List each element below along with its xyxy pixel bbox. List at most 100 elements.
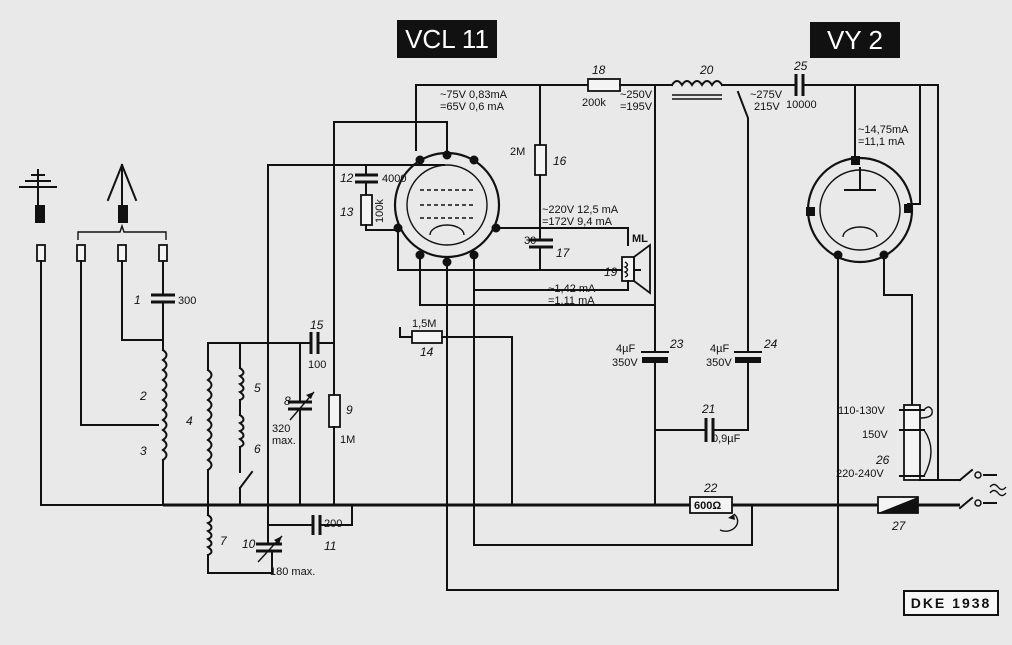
c11-number: 11	[324, 539, 336, 553]
c8-value-1: 320	[272, 423, 290, 435]
sel26-tap2: 150V	[862, 429, 888, 441]
c8-value-2: max.	[272, 435, 296, 447]
r13-value: 100k	[374, 199, 386, 223]
reading-f2: =11,1 mA	[858, 136, 905, 148]
r9-value: 1M	[340, 434, 355, 446]
c24-value-2: 350V	[706, 357, 732, 369]
reading-b2: =195V	[620, 101, 653, 113]
r16-number: 16	[553, 154, 567, 168]
r27-number: 27	[891, 519, 907, 533]
l7-number: 7	[220, 534, 228, 548]
reading-d2: =1,11 mA	[548, 295, 595, 307]
filter-capacitors	[641, 84, 762, 506]
r14-number: 14	[420, 345, 434, 359]
c23-value-2: 350V	[612, 357, 638, 369]
antenna-socket-2	[117, 244, 127, 262]
c1-value: 300	[178, 295, 196, 307]
speaker-icon	[621, 243, 651, 295]
sel26-tap3: 220-240V	[836, 468, 884, 480]
c10-number: 10	[242, 537, 256, 551]
capacitor-15	[299, 332, 335, 354]
c12-value: 4000	[382, 173, 406, 185]
c21-value: 0,9µF	[712, 433, 741, 445]
l20-number: 20	[699, 63, 714, 77]
reading-e1: ~275V	[750, 89, 783, 101]
antenna-coil	[161, 348, 168, 506]
c25-value: 10000	[786, 99, 817, 111]
r22-number: 22	[703, 481, 718, 495]
reading-d1: ~1,42 mA	[548, 283, 596, 295]
c17-number: 17	[556, 246, 571, 260]
switch-icon	[958, 468, 997, 510]
sel26-tap1: 110-130V	[838, 405, 886, 417]
reading-b1: ~250V	[620, 89, 653, 101]
reading-c1: ~220V 12,5 mA	[542, 204, 619, 216]
r22-value: 600Ω	[694, 500, 721, 512]
c10-value: 180 max.	[270, 566, 315, 578]
reading-c2: =172V 9,4 mA	[542, 216, 613, 228]
coil-4	[206, 342, 241, 516]
antenna-icon	[106, 163, 138, 223]
ground-symbol-icon	[19, 169, 57, 223]
ac-symbol-icon	[989, 483, 1007, 497]
c11-value: 200	[324, 518, 342, 530]
l3-number: 3	[140, 444, 147, 458]
reading-a1: ~75V 0,83mA	[440, 89, 508, 101]
dke-badge-box	[903, 590, 999, 616]
c8-number: 8	[284, 394, 291, 408]
c12-number: 12	[340, 171, 354, 185]
antenna-socket-1	[76, 244, 86, 262]
c1-number: 1	[134, 293, 141, 307]
vy2-title-bg	[810, 22, 900, 58]
l5-number: 5	[254, 381, 261, 395]
r18-number: 18	[592, 63, 606, 77]
vy2-tube	[806, 84, 939, 481]
c21-number: 21	[701, 402, 715, 416]
voltage-selector-26	[899, 404, 961, 481]
coil-5-6	[237, 342, 254, 506]
input-wiring	[40, 260, 175, 506]
l2-number: 2	[139, 389, 147, 403]
r18-value: 200k	[582, 97, 606, 109]
r13-number: 13	[340, 205, 354, 219]
resistor-22	[689, 496, 739, 532]
l4-number: 4	[186, 414, 193, 428]
ground-socket	[36, 244, 46, 262]
socket-brace	[77, 223, 167, 240]
tuning-capacitor-8	[239, 342, 315, 506]
c25-number: 25	[793, 59, 808, 73]
c15-number: 15	[310, 318, 324, 332]
resistor-9	[328, 121, 341, 506]
r14-value: 1,5M	[412, 318, 436, 330]
dke-badge: DKE 1938	[911, 595, 992, 611]
vcl11-tube	[393, 150, 501, 267]
spk19-label: ML	[632, 233, 648, 245]
reading-a2: =65V 0,6 mA	[440, 101, 505, 113]
r9-number: 9	[346, 403, 353, 417]
reading-e2: 215V	[754, 101, 780, 113]
c23-value-1: 4µF	[616, 343, 635, 355]
c23-number: 23	[669, 337, 684, 351]
spk19-number: 19	[604, 265, 618, 279]
c24-value-1: 4µF	[710, 343, 729, 355]
choke-20	[670, 80, 796, 100]
vy2-title: VY 2	[827, 25, 883, 55]
capacitor-10-11	[256, 164, 353, 563]
antenna-socket-3	[158, 244, 168, 262]
c15-value: 100	[308, 359, 326, 371]
r16-value: 2M	[510, 146, 525, 158]
l6-number: 6	[254, 442, 261, 456]
capacitor-25	[794, 74, 939, 96]
c17-value: 30	[524, 235, 536, 247]
c24-number: 24	[763, 337, 778, 351]
coil-7	[205, 513, 273, 574]
vcl11-title: VCL 11	[405, 24, 489, 54]
resistor-27	[877, 496, 960, 514]
vcl11-title-bg	[397, 20, 497, 58]
vcl11-wiring	[333, 84, 839, 591]
sel26-number: 26	[875, 453, 890, 467]
reading-f1: ~14,75mA	[858, 124, 909, 136]
resistor-18	[587, 78, 673, 92]
